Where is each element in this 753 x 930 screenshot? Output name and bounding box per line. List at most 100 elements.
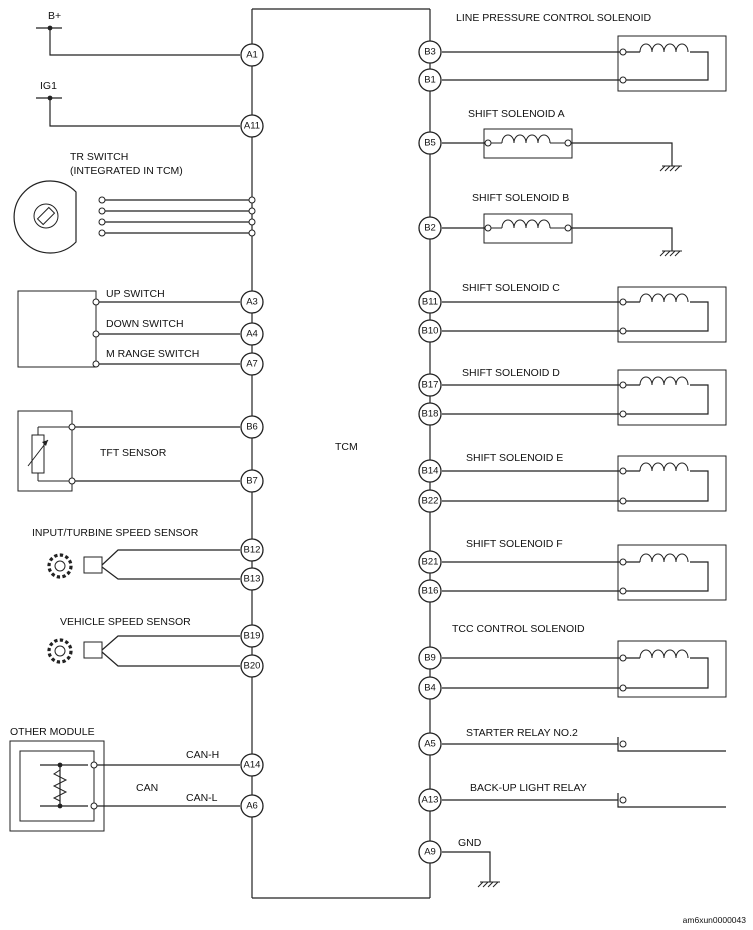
- pin-b4: B4: [418, 676, 442, 700]
- svg-text:B22: B22: [422, 496, 439, 507]
- pin-b12: B12: [240, 538, 264, 562]
- svg-text:A6: A6: [246, 801, 258, 812]
- switch-box: UP SWITCH DOWN SWITCH M RANGE SWITCH: [17, 288, 240, 368]
- gear-icon: [47, 638, 73, 664]
- pin-a7: A7: [240, 352, 264, 376]
- ground: GND: [442, 837, 500, 888]
- svg-text:B7: B7: [246, 476, 258, 487]
- pin-b18: B18: [418, 402, 442, 426]
- svg-text:B9: B9: [424, 653, 436, 664]
- svg-text:B16: B16: [422, 586, 439, 597]
- shift-solenoid-a: SHIFT SOLENOID A: [442, 108, 682, 172]
- pin-a9: A9: [418, 840, 442, 864]
- tft-sensor-label: TFT SENSOR: [100, 447, 167, 459]
- vehicle-speed-label: VEHICLE SPEED SENSOR: [60, 616, 191, 628]
- pin-b17: B17: [418, 373, 442, 397]
- pin-b21: B21: [418, 550, 442, 574]
- shift-solenoid-d: SHIFT SOLENOID D: [442, 367, 727, 426]
- svg-text:A13: A13: [422, 795, 439, 806]
- pin-b2: B2: [418, 216, 442, 240]
- tr-switch-label-2: (INTEGRATED IN TCM): [70, 165, 183, 177]
- svg-text:B18: B18: [422, 409, 439, 420]
- pin-b7: B7: [240, 469, 264, 493]
- svg-text:A3: A3: [246, 297, 258, 308]
- gear-icon: [47, 553, 73, 579]
- svg-text:B10: B10: [422, 326, 439, 337]
- tcc-label: TCC CONTROL SOLENOID: [452, 623, 585, 635]
- svg-text:B2: B2: [424, 223, 436, 234]
- tft-sensor: TFT SENSOR: [17, 410, 240, 492]
- svg-text:B1: B1: [424, 75, 436, 86]
- svg-text:B14: B14: [422, 466, 439, 477]
- svg-text:B20: B20: [244, 661, 261, 672]
- pin-b10: B10: [418, 319, 442, 343]
- svg-text:B12: B12: [244, 545, 261, 556]
- svg-text:A7: A7: [246, 359, 258, 370]
- shift-solenoid-c: SHIFT SOLENOID C: [442, 282, 727, 343]
- ig1-label: IG1: [40, 80, 57, 92]
- backup-light-relay: BACK-UP LIGHT RELAY: [442, 782, 726, 808]
- pin-a6: A6: [240, 794, 264, 818]
- shift-solenoid-b: SHIFT SOLENOID B: [442, 192, 682, 257]
- pin-a4: A4: [240, 322, 264, 346]
- footer-code: am6xun0000043: [683, 915, 747, 925]
- shift-solenoid-f: SHIFT SOLENOID F: [442, 538, 727, 601]
- other-module-label: OTHER MODULE: [10, 726, 95, 738]
- svg-text:B6: B6: [246, 422, 258, 433]
- pin-b22: B22: [418, 489, 442, 513]
- pin-b16: B16: [418, 579, 442, 603]
- shift-solenoid-e: SHIFT SOLENOID E: [442, 452, 727, 512]
- pin-a1: A1: [240, 43, 264, 67]
- svg-text:B5: B5: [424, 138, 436, 149]
- tcm-label: TCM: [335, 441, 358, 453]
- svg-text:B13: B13: [244, 574, 261, 585]
- svg-text:A14: A14: [244, 760, 261, 771]
- pin-b20: B20: [240, 654, 264, 678]
- bplus-label: B+: [48, 10, 61, 22]
- starter-relay-label: STARTER RELAY NO.2: [466, 727, 578, 739]
- bplus-supply: B+: [36, 10, 240, 56]
- svg-text:B21: B21: [422, 557, 439, 568]
- input-turbine-label: INPUT/TURBINE SPEED SENSOR: [32, 527, 199, 539]
- pin-b19: B19: [240, 624, 264, 648]
- pin-b6: B6: [240, 415, 264, 439]
- shift-c-label: SHIFT SOLENOID C: [462, 282, 560, 294]
- svg-text:B19: B19: [244, 631, 261, 642]
- pin-a14: A14: [240, 753, 264, 777]
- pin-b13: B13: [240, 567, 264, 591]
- pin-a13: A13: [418, 788, 442, 812]
- tr-switch: TR SWITCH (INTEGRATED IN TCM): [13, 151, 256, 254]
- shift-d-label: SHIFT SOLENOID D: [462, 367, 560, 379]
- svg-text:A1: A1: [246, 50, 258, 61]
- shift-f-label: SHIFT SOLENOID F: [466, 538, 563, 550]
- shift-e-label: SHIFT SOLENOID E: [466, 452, 563, 464]
- up-switch-label: UP SWITCH: [106, 288, 165, 300]
- pin-b5: B5: [418, 131, 442, 155]
- vehicle-speed-sensor: VEHICLE SPEED SENSOR: [47, 616, 240, 667]
- svg-text:B17: B17: [422, 380, 439, 391]
- pin-b3: B3: [418, 40, 442, 64]
- right-pins: B3 B1 B5 B2 B11 B10 B17 B18 B14 B22 B21 …: [418, 40, 442, 864]
- line-pressure-solenoid: LINE PRESSURE CONTROL SOLENOID: [442, 12, 727, 92]
- pin-a3: A3: [240, 290, 264, 314]
- pin-b9: B9: [418, 646, 442, 670]
- shift-a-label: SHIFT SOLENOID A: [468, 108, 565, 120]
- down-switch-label: DOWN SWITCH: [106, 318, 184, 330]
- other-module: OTHER MODULE CAN-H CAN CAN-L: [9, 726, 240, 832]
- m-range-switch-label: M RANGE SWITCH: [106, 348, 199, 360]
- pin-a11: A11: [240, 114, 264, 138]
- pin-b1: B1: [418, 68, 442, 92]
- tr-switch-label-1: TR SWITCH: [70, 151, 128, 163]
- input-turbine-speed-sensor: INPUT/TURBINE SPEED SENSOR: [32, 527, 240, 580]
- tcc-control-solenoid: TCC CONTROL SOLENOID: [442, 623, 727, 698]
- starter-relay: STARTER RELAY NO.2: [442, 727, 726, 752]
- svg-text:A5: A5: [424, 739, 436, 750]
- svg-text:B4: B4: [424, 683, 436, 694]
- ig1-supply: IG1: [36, 80, 240, 127]
- svg-text:B11: B11: [422, 297, 438, 308]
- pin-a5: A5: [418, 732, 442, 756]
- svg-text:A11: A11: [244, 121, 260, 132]
- tcm-outline: [251, 8, 431, 899]
- shift-b-label: SHIFT SOLENOID B: [472, 192, 569, 204]
